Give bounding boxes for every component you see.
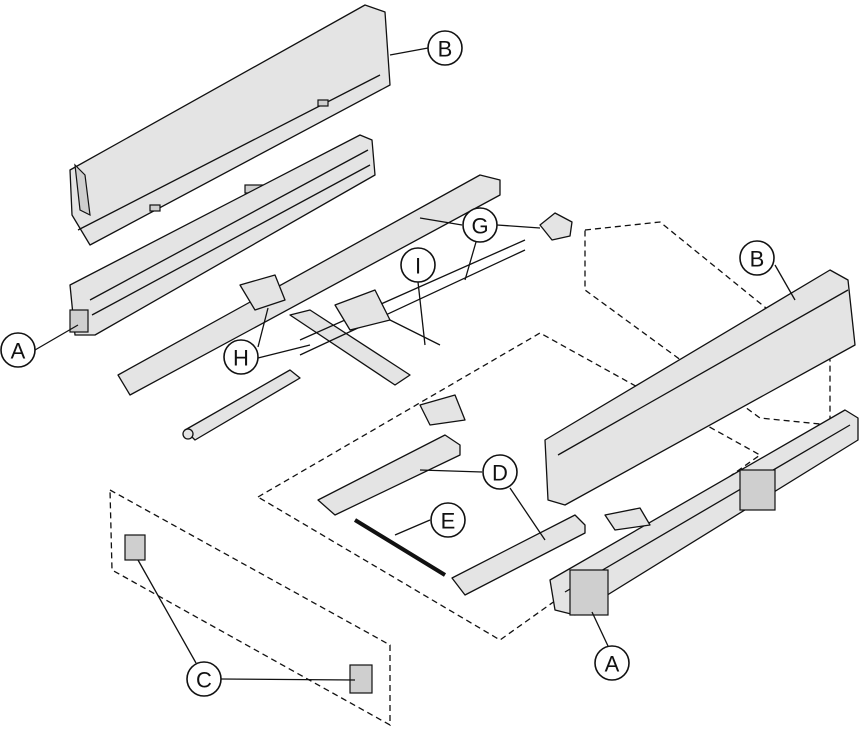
svg-text:E: E [441,509,456,534]
right-side-panel [544,269,856,506]
gallery-rail-left [117,174,501,396]
front-panel-outline [109,488,391,727]
callout-b-top: B [427,30,463,66]
callout-e: E [430,502,466,538]
front-bracket-top [124,534,146,561]
svg-text:D: D [492,461,508,486]
svg-text:B: B [438,37,453,62]
svg-text:I: I [415,254,421,279]
svg-text:A: A [11,339,26,364]
clip-part-2 [604,507,651,531]
callout-b-right: B [739,240,775,276]
svg-text:H: H [233,346,249,371]
svg-text:B: B [750,247,765,272]
drawer-bottom-outline [256,332,762,641]
locking-device-right [451,514,586,596]
callout-a-left: A [0,332,36,368]
svg-text:C: C [196,668,212,693]
svg-text:A: A [605,652,620,677]
front-bracket-bottom [349,664,373,694]
locking-device-left [317,434,461,516]
callout-d: D [482,454,518,490]
connector-g-part [539,212,573,241]
gallery-rods [182,239,526,441]
callout-g: G [462,207,498,243]
callout-a-bottom: A [594,645,630,681]
callout-h: H [223,339,259,375]
svg-text:G: G [471,214,488,239]
synchronisation-rod [353,518,447,577]
callout-c: C [186,661,222,697]
callout-i: I [400,247,436,283]
right-runner [549,409,859,616]
clip-part [419,394,466,426]
back-panel-outline [584,221,831,426]
leader-lines [34,47,796,681]
left-runner [69,134,376,336]
